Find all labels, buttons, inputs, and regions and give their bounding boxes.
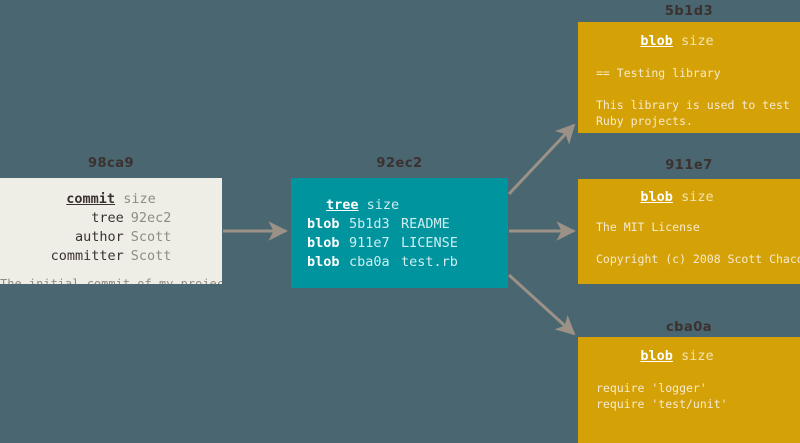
node-tree-header: tree size [291, 196, 508, 215]
commit-field-value: 92ec2 [130, 210, 172, 226]
tree-entry-row: blob 911e7 LICENSE [307, 234, 493, 253]
node-blob-license-content: The MIT License Copyright (c) 2008 Scott… [596, 220, 800, 266]
tree-entry-name: test.rb [401, 254, 458, 270]
node-blob-testrb[interactable]: blob size require 'logger' require 'test… [578, 337, 800, 443]
node-blob-readme-content: == Testing library This library is used … [596, 66, 790, 128]
node-blob-testrb-header: blob size [578, 347, 800, 366]
tree-entry-name: LICENSE [401, 235, 458, 251]
node-commit-kind: commit [66, 191, 116, 207]
tree-entry-row: blob 5b1d3 README [307, 215, 493, 234]
node-tree[interactable]: tree size blob 5b1d3 README blob 911e7 LICEN… [291, 178, 508, 288]
node-blob-license-size: size [681, 189, 714, 205]
commit-field-table: tree 92ec2 author Scott committer Scott [51, 209, 172, 266]
commit-field-row: committer Scott [51, 247, 172, 266]
node-blob-testrb-size: size [681, 348, 714, 364]
tree-entry-sha: 911e7 [349, 235, 390, 251]
node-blob-license[interactable]: blob size The MIT License Copyright (c) … [578, 179, 800, 284]
node-commit[interactable]: commit size tree 92ec2 author Scott comm… [0, 178, 222, 284]
node-blob-license-header: blob size [578, 188, 800, 207]
tree-entry-mode: blob [307, 254, 340, 270]
node-commit-header: commit size [0, 190, 222, 209]
tree-entry-sha: cba0a [349, 254, 390, 270]
node-blob-readme[interactable]: blob size == Testing library This librar… [578, 22, 800, 133]
commit-field-row: tree 92ec2 [51, 209, 172, 228]
commit-field-row: author Scott [51, 228, 172, 247]
edge-tree-to-blob-readme [507, 123, 576, 196]
edge-tree-to-blob-testrb [507, 273, 576, 336]
commit-message: The initial commit of my project [0, 277, 222, 284]
node-tree-kind: tree [326, 197, 359, 213]
node-hash-label-blob-testrb: cba0a [665, 320, 713, 335]
commit-field-value: Scott [130, 229, 172, 245]
node-tree-size: size [366, 197, 400, 213]
tree-entry-mode: blob [307, 216, 340, 232]
tree-entry-row: blob cba0a test.rb [307, 253, 493, 272]
node-blob-testrb-content: require 'logger' require 'test/unit' cla… [596, 381, 728, 411]
commit-field-value: Scott [130, 248, 172, 264]
tree-entry-sha: 5b1d3 [349, 216, 390, 232]
commit-field-key: committer [50, 248, 124, 264]
commit-field-key: tree [91, 210, 124, 226]
node-hash-label-blob-readme: 5b1d3 [664, 4, 714, 19]
node-blob-readme-header: blob size [578, 32, 800, 51]
node-blob-testrb-kind: blob [640, 348, 673, 364]
node-blob-readme-size: size [681, 33, 714, 49]
tree-entry-name: README [401, 216, 450, 232]
commit-field-key: author [74, 229, 124, 245]
node-blob-readme-kind: blob [640, 33, 673, 49]
node-commit-size: size [123, 191, 156, 207]
node-hash-label-tree: 92ec2 [376, 156, 423, 171]
node-blob-license-kind: blob [640, 189, 673, 205]
tree-entry-mode: blob [307, 235, 340, 251]
node-hash-label-blob-license: 911e7 [665, 158, 713, 173]
node-hash-label-commit: 98ca9 [87, 156, 135, 171]
